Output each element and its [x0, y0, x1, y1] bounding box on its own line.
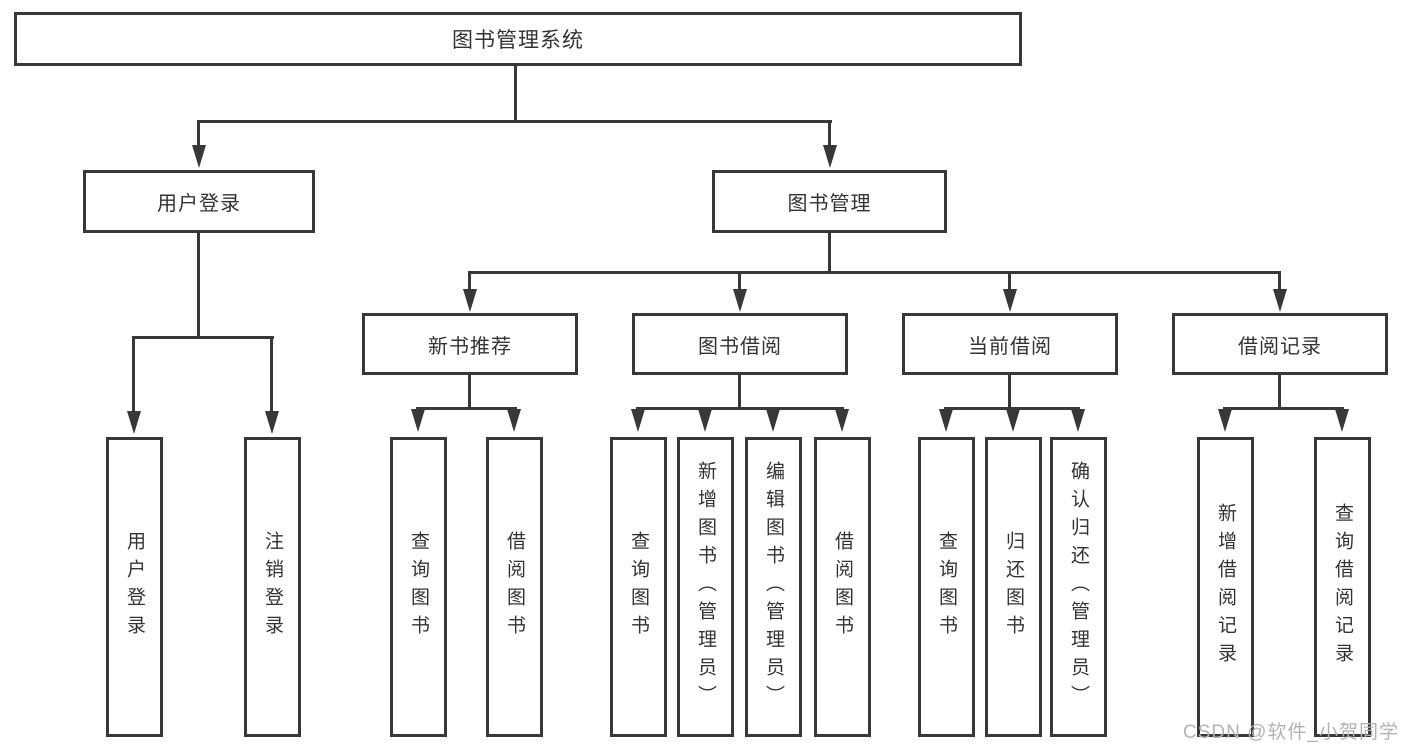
- leaf-confirm-return-admin: 确认归还（管理员）: [1050, 437, 1107, 737]
- node-label: 当前借阅: [968, 335, 1052, 358]
- leaf-edit-books-admin: 编辑图书（管理员）: [745, 437, 802, 737]
- node-label: 借阅记录: [1238, 335, 1322, 358]
- arrow-leaf: [631, 409, 645, 432]
- arrow-leaf: [939, 409, 953, 432]
- arrow-book-borrow: [733, 289, 747, 312]
- connector-borrow-records-stem: [1278, 375, 1281, 410]
- connector-branch-new-books: [468, 271, 471, 292]
- arrow-leaf: [411, 409, 425, 432]
- leaf-label: 查询图书: [936, 531, 957, 643]
- leaf-label: 新增图书（管理员）: [695, 461, 716, 713]
- node-new-book-recommend: 新书推荐: [362, 313, 578, 375]
- leaf-label: 用户登录: [124, 531, 145, 643]
- leaf-label: 借阅图书: [832, 531, 853, 643]
- arrow-leaf: [1218, 409, 1232, 432]
- arrow-leaf: [1071, 409, 1085, 432]
- leaf-label: 新增借阅记录: [1215, 503, 1236, 671]
- leaf-label: 查询借阅记录: [1332, 503, 1353, 671]
- leaf-add-books-admin: 新增图书（管理员）: [677, 437, 734, 737]
- leaf-label: 查询图书: [628, 531, 649, 643]
- arrow-leaf: [698, 409, 712, 432]
- connector-new-books-stem: [468, 375, 471, 410]
- node-borrowing-records: 借阅记录: [1172, 313, 1388, 375]
- leaf-return-books: 归还图书: [985, 437, 1042, 737]
- leaf-query-books: 查询图书: [610, 437, 667, 737]
- connector-new-books-hline: [416, 407, 517, 410]
- connector-current-borrow-hline: [944, 407, 1080, 410]
- watermark: CSDN @软件_小贺同学: [1183, 722, 1399, 743]
- node-book-management: 图书管理: [712, 170, 947, 233]
- leaf-label: 确认归还（管理员）: [1068, 461, 1089, 713]
- connector-borrow-records-hline: [1223, 407, 1344, 410]
- arrow-user-login: [192, 145, 206, 168]
- node-label: 用户登录: [157, 193, 241, 215]
- arrow-leaf: [127, 411, 141, 434]
- connector-book-mgmt-stem: [828, 233, 831, 274]
- connector-branch-book-mgmt: [828, 120, 831, 148]
- leaf-query-borrow-record: 查询借阅记录: [1314, 437, 1371, 737]
- arrow-new-books: [463, 289, 477, 312]
- arrow-borrow-records: [1273, 289, 1287, 312]
- connector-branch-user-login: [197, 120, 200, 148]
- leaf-borrow-books-recommend: 借阅图书: [486, 437, 543, 737]
- arrow-leaf: [507, 409, 521, 432]
- leaf-query-books-recommend: 查询图书: [390, 437, 447, 737]
- connector-branch-leaf: [132, 336, 135, 413]
- node-label: 图书管理: [787, 193, 872, 215]
- leaf-user-login: 用户登录: [106, 437, 163, 737]
- leaf-borrow-books: 借阅图书: [814, 437, 871, 737]
- connector-branch-current-borrow: [1008, 271, 1011, 292]
- node-label: 新书推荐: [428, 335, 512, 358]
- arrow-leaf: [1006, 409, 1020, 432]
- connector-user-login-stem: [197, 233, 200, 339]
- arrow-leaf: [1335, 409, 1349, 432]
- connector-branch-leaf: [270, 336, 273, 413]
- node-book-borrowing: 图书借阅: [632, 313, 848, 375]
- connector-user-login-hline: [132, 336, 274, 339]
- node-library-management-system: 图书管理系统: [14, 12, 1022, 66]
- connector-book-borrow-hline: [636, 407, 844, 410]
- node-label: 图书借阅: [698, 335, 782, 358]
- connector-book-borrow-stem: [738, 375, 741, 410]
- leaf-label: 编辑图书（管理员）: [763, 461, 784, 713]
- leaf-add-borrow-record: 新增借阅记录: [1197, 437, 1254, 737]
- leaf-label: 借阅图书: [504, 531, 525, 643]
- connector-level2-hline: [468, 271, 1281, 274]
- leaf-label: 归还图书: [1003, 531, 1024, 643]
- leaf-query-books-current: 查询图书: [918, 437, 975, 737]
- node-user-login: 用户登录: [83, 170, 315, 233]
- node-current-borrowing: 当前借阅: [902, 313, 1118, 375]
- arrow-leaf: [835, 409, 849, 432]
- leaf-logout: 注销登录: [244, 437, 301, 737]
- connector-branch-borrow-records: [1278, 271, 1281, 292]
- node-label: 图书管理系统: [452, 29, 584, 52]
- arrow-book-mgmt: [823, 145, 837, 168]
- connector-root-hline: [197, 120, 832, 123]
- arrow-current-borrow: [1003, 289, 1017, 312]
- connector-root-stem: [514, 66, 517, 120]
- leaf-label: 查询图书: [408, 531, 429, 643]
- leaf-label: 注销登录: [262, 531, 283, 643]
- arrow-leaf: [766, 409, 780, 432]
- connector-branch-book-borrow: [738, 271, 741, 292]
- connector-current-borrow-stem: [1008, 375, 1011, 410]
- arrow-leaf: [265, 411, 279, 434]
